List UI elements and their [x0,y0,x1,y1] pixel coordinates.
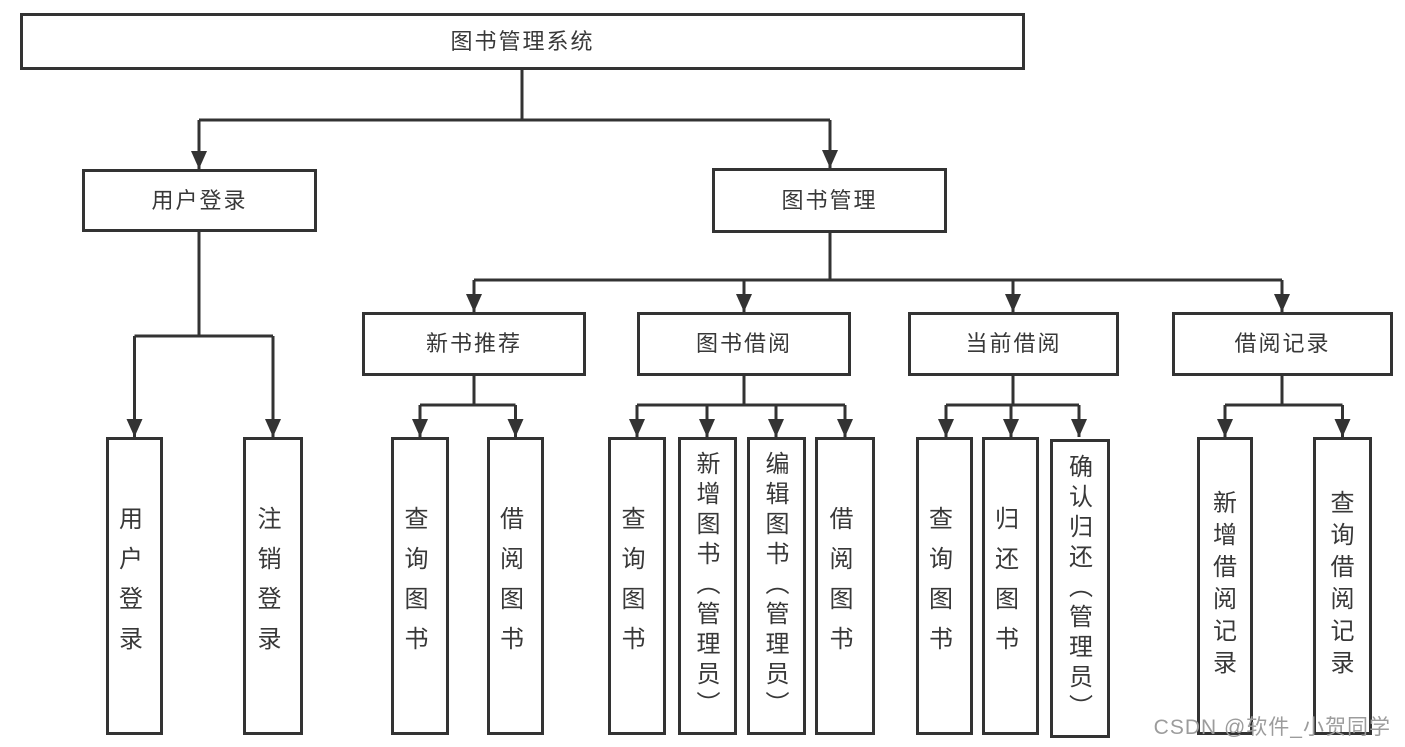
edge-group-new-book-recommend [412,376,524,437]
edge-group-borrowing-records [1217,376,1351,437]
edge-group-book-management [466,233,1290,312]
csdn-watermark: CSDN @软件_小贺同学 [1153,716,1391,739]
edge-group-current-borrowing [938,376,1087,437]
node-new-book-recommend: 新书推荐 [362,312,586,376]
node-leaf-borrowing-edit-books: 编辑图书（管理员） [747,437,806,735]
edge-group-user-login [126,232,281,437]
node-user-login: 用户登录 [82,169,317,232]
node-leaf-borrowing-add-books: 新增图书（管理员） [678,437,737,735]
edge-group-book-borrowing [629,376,853,437]
node-leaf-logout: 注销登录 [243,437,303,735]
node-leaf-current-confirm-return: 确认归还（管理员） [1050,439,1110,738]
node-leaf-recommend-query-books: 查询图书 [391,437,449,735]
node-borrowing-records: 借阅记录 [1172,312,1393,376]
node-leaf-recommend-borrow-books: 借阅图书 [487,437,544,735]
node-leaf-user-login: 用户登录 [106,437,163,735]
node-leaf-borrowing-borrow-books: 借阅图书 [815,437,875,735]
node-root-system: 图书管理系统 [20,13,1025,70]
edge-group-root [191,70,838,169]
node-book-borrowing: 图书借阅 [637,312,851,376]
node-leaf-current-query-books: 查询图书 [916,437,973,735]
node-leaf-records-query-record: 查询借阅记录 [1313,437,1372,735]
node-current-borrowing: 当前借阅 [908,312,1119,376]
node-leaf-records-add-record: 新增借阅记录 [1197,437,1253,735]
node-leaf-borrowing-query-books: 查询图书 [608,437,666,735]
node-book-management: 图书管理 [712,168,947,233]
node-leaf-current-return-books: 归还图书 [982,437,1039,735]
